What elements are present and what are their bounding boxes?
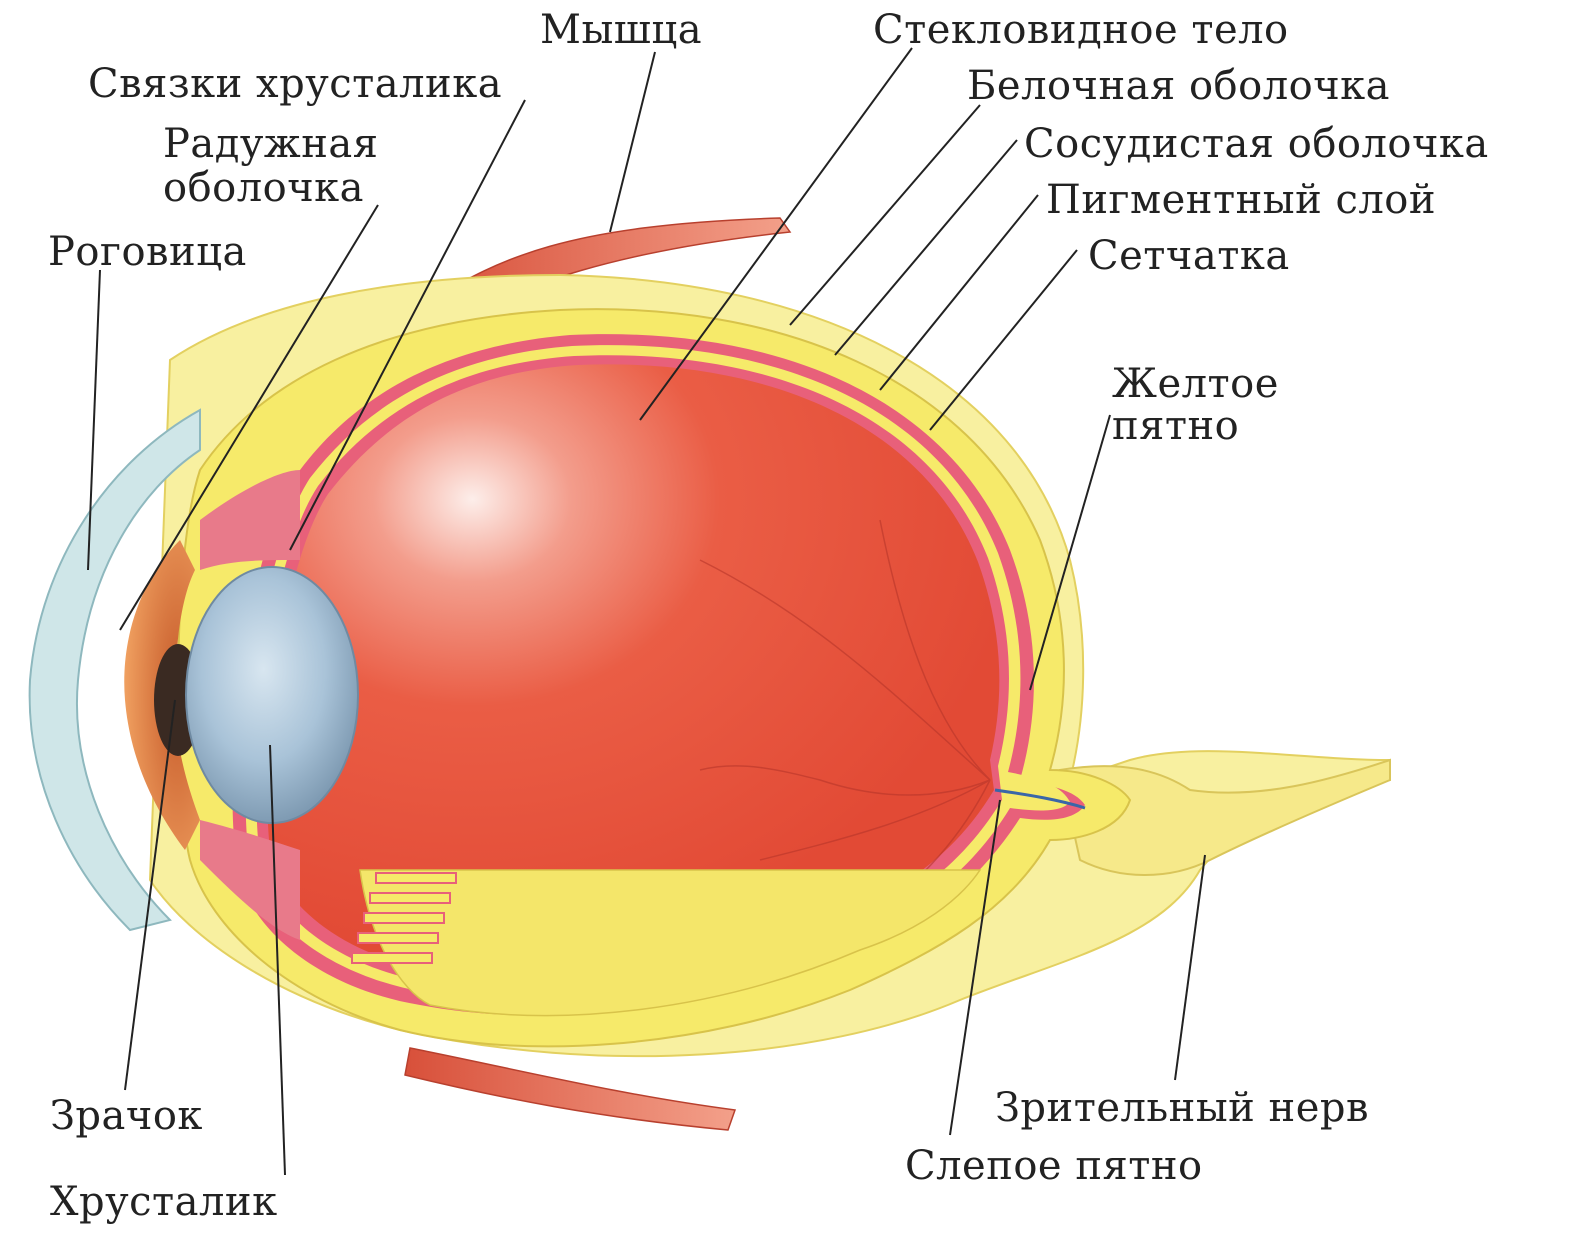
label-lens-ligaments: Связки хрусталика [88, 62, 502, 106]
label-choroid: Сосудистая оболочка [1024, 122, 1489, 166]
label-vitreous: Стекловидное тело [873, 8, 1289, 52]
label-optic-nerve: Зрительный нерв [995, 1086, 1369, 1130]
label-pigment-layer: Пигментный слой [1046, 178, 1436, 222]
label-cornea: Роговица [48, 230, 247, 274]
label-macula-line2: пятно [1112, 404, 1239, 448]
label-muscle: Мышца [540, 8, 702, 52]
label-lens: Хрусталик [50, 1180, 278, 1224]
label-pupil: Зрачок [50, 1094, 203, 1138]
label-iris-line2: оболочка [163, 166, 364, 210]
lower-muscle [405, 1048, 735, 1130]
label-retina: Сетчатка [1088, 234, 1290, 278]
label-macula-line1: Желтое [1112, 362, 1279, 406]
label-sclera: Белочная оболочка [967, 64, 1390, 108]
label-iris-line1: Радужная [163, 122, 378, 166]
label-blind-spot: Слепое пятно [905, 1144, 1203, 1188]
